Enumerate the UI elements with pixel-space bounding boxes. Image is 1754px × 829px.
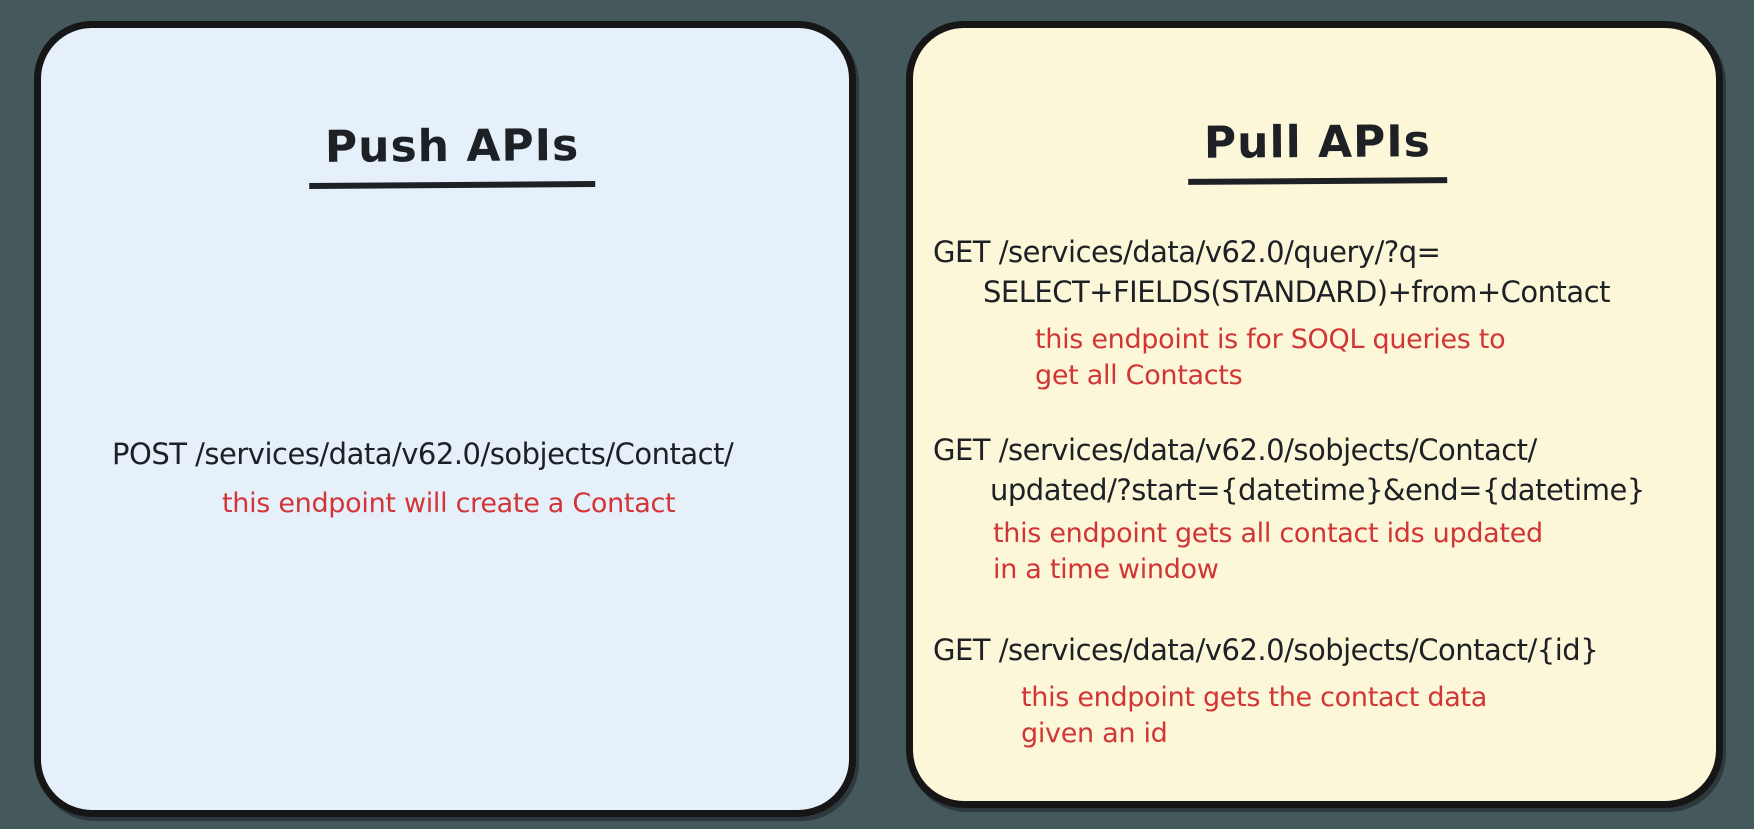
pull-endpoint-updated: GET /services/data/v62.0/sobjects/Contac…	[933, 430, 1702, 588]
push-endpoint-block: POST /services/data/v62.0/sobjects/Conta…	[75, 434, 829, 522]
endpoint-note: this endpoint is for SOQL queries to	[1035, 324, 1506, 355]
endpoint-line: GET /services/data/v62.0/query/?q=	[933, 235, 1441, 269]
push-apis-panel: Push APIs POST /services/data/v62.0/sobj…	[34, 21, 856, 817]
push-panel-title: Push APIs	[308, 120, 596, 189]
endpoint-note: this endpoint gets the contact data	[1021, 682, 1487, 713]
pull-endpoint-by-id: GET /services/data/v62.0/sobjects/Contac…	[933, 630, 1702, 752]
endpoint-line-continued: updated/?start={datetime}&end={datetime}	[990, 473, 1645, 507]
endpoint-line: GET /services/data/v62.0/sobjects/Contac…	[933, 633, 1599, 667]
pull-endpoint-query: GET /services/data/v62.0/query/?q= SELEC…	[933, 232, 1702, 394]
pull-panel-title: Pull APIs	[1187, 116, 1448, 185]
endpoint-note-continued: given an id	[1021, 718, 1168, 749]
push-endpoint-note-block: this endpoint will create a Contact	[222, 486, 829, 522]
endpoint-note-continued: in a time window	[993, 554, 1219, 585]
push-endpoint-line: POST /services/data/v62.0/sobjects/Conta…	[112, 437, 734, 471]
endpoint-line-continued: SELECT+FIELDS(STANDARD)+from+Contact	[983, 275, 1611, 309]
endpoint-note-block: this endpoint is for SOQL queries to get…	[933, 322, 1702, 394]
push-endpoint-note: this endpoint will create a Contact	[222, 488, 676, 519]
endpoint-note-block: this endpoint gets all contact ids updat…	[933, 516, 1702, 588]
push-title-row: Push APIs	[75, 120, 829, 189]
pull-title-row: Pull APIs	[933, 116, 1702, 185]
endpoint-note-block: this endpoint gets the contact data give…	[933, 680, 1702, 752]
pull-apis-panel: Pull APIs GET /services/data/v62.0/query…	[906, 21, 1723, 808]
endpoint-line: GET /services/data/v62.0/sobjects/Contac…	[933, 433, 1537, 467]
endpoint-note: this endpoint gets all contact ids updat…	[993, 518, 1543, 549]
endpoint-note-continued: get all Contacts	[1035, 360, 1243, 391]
